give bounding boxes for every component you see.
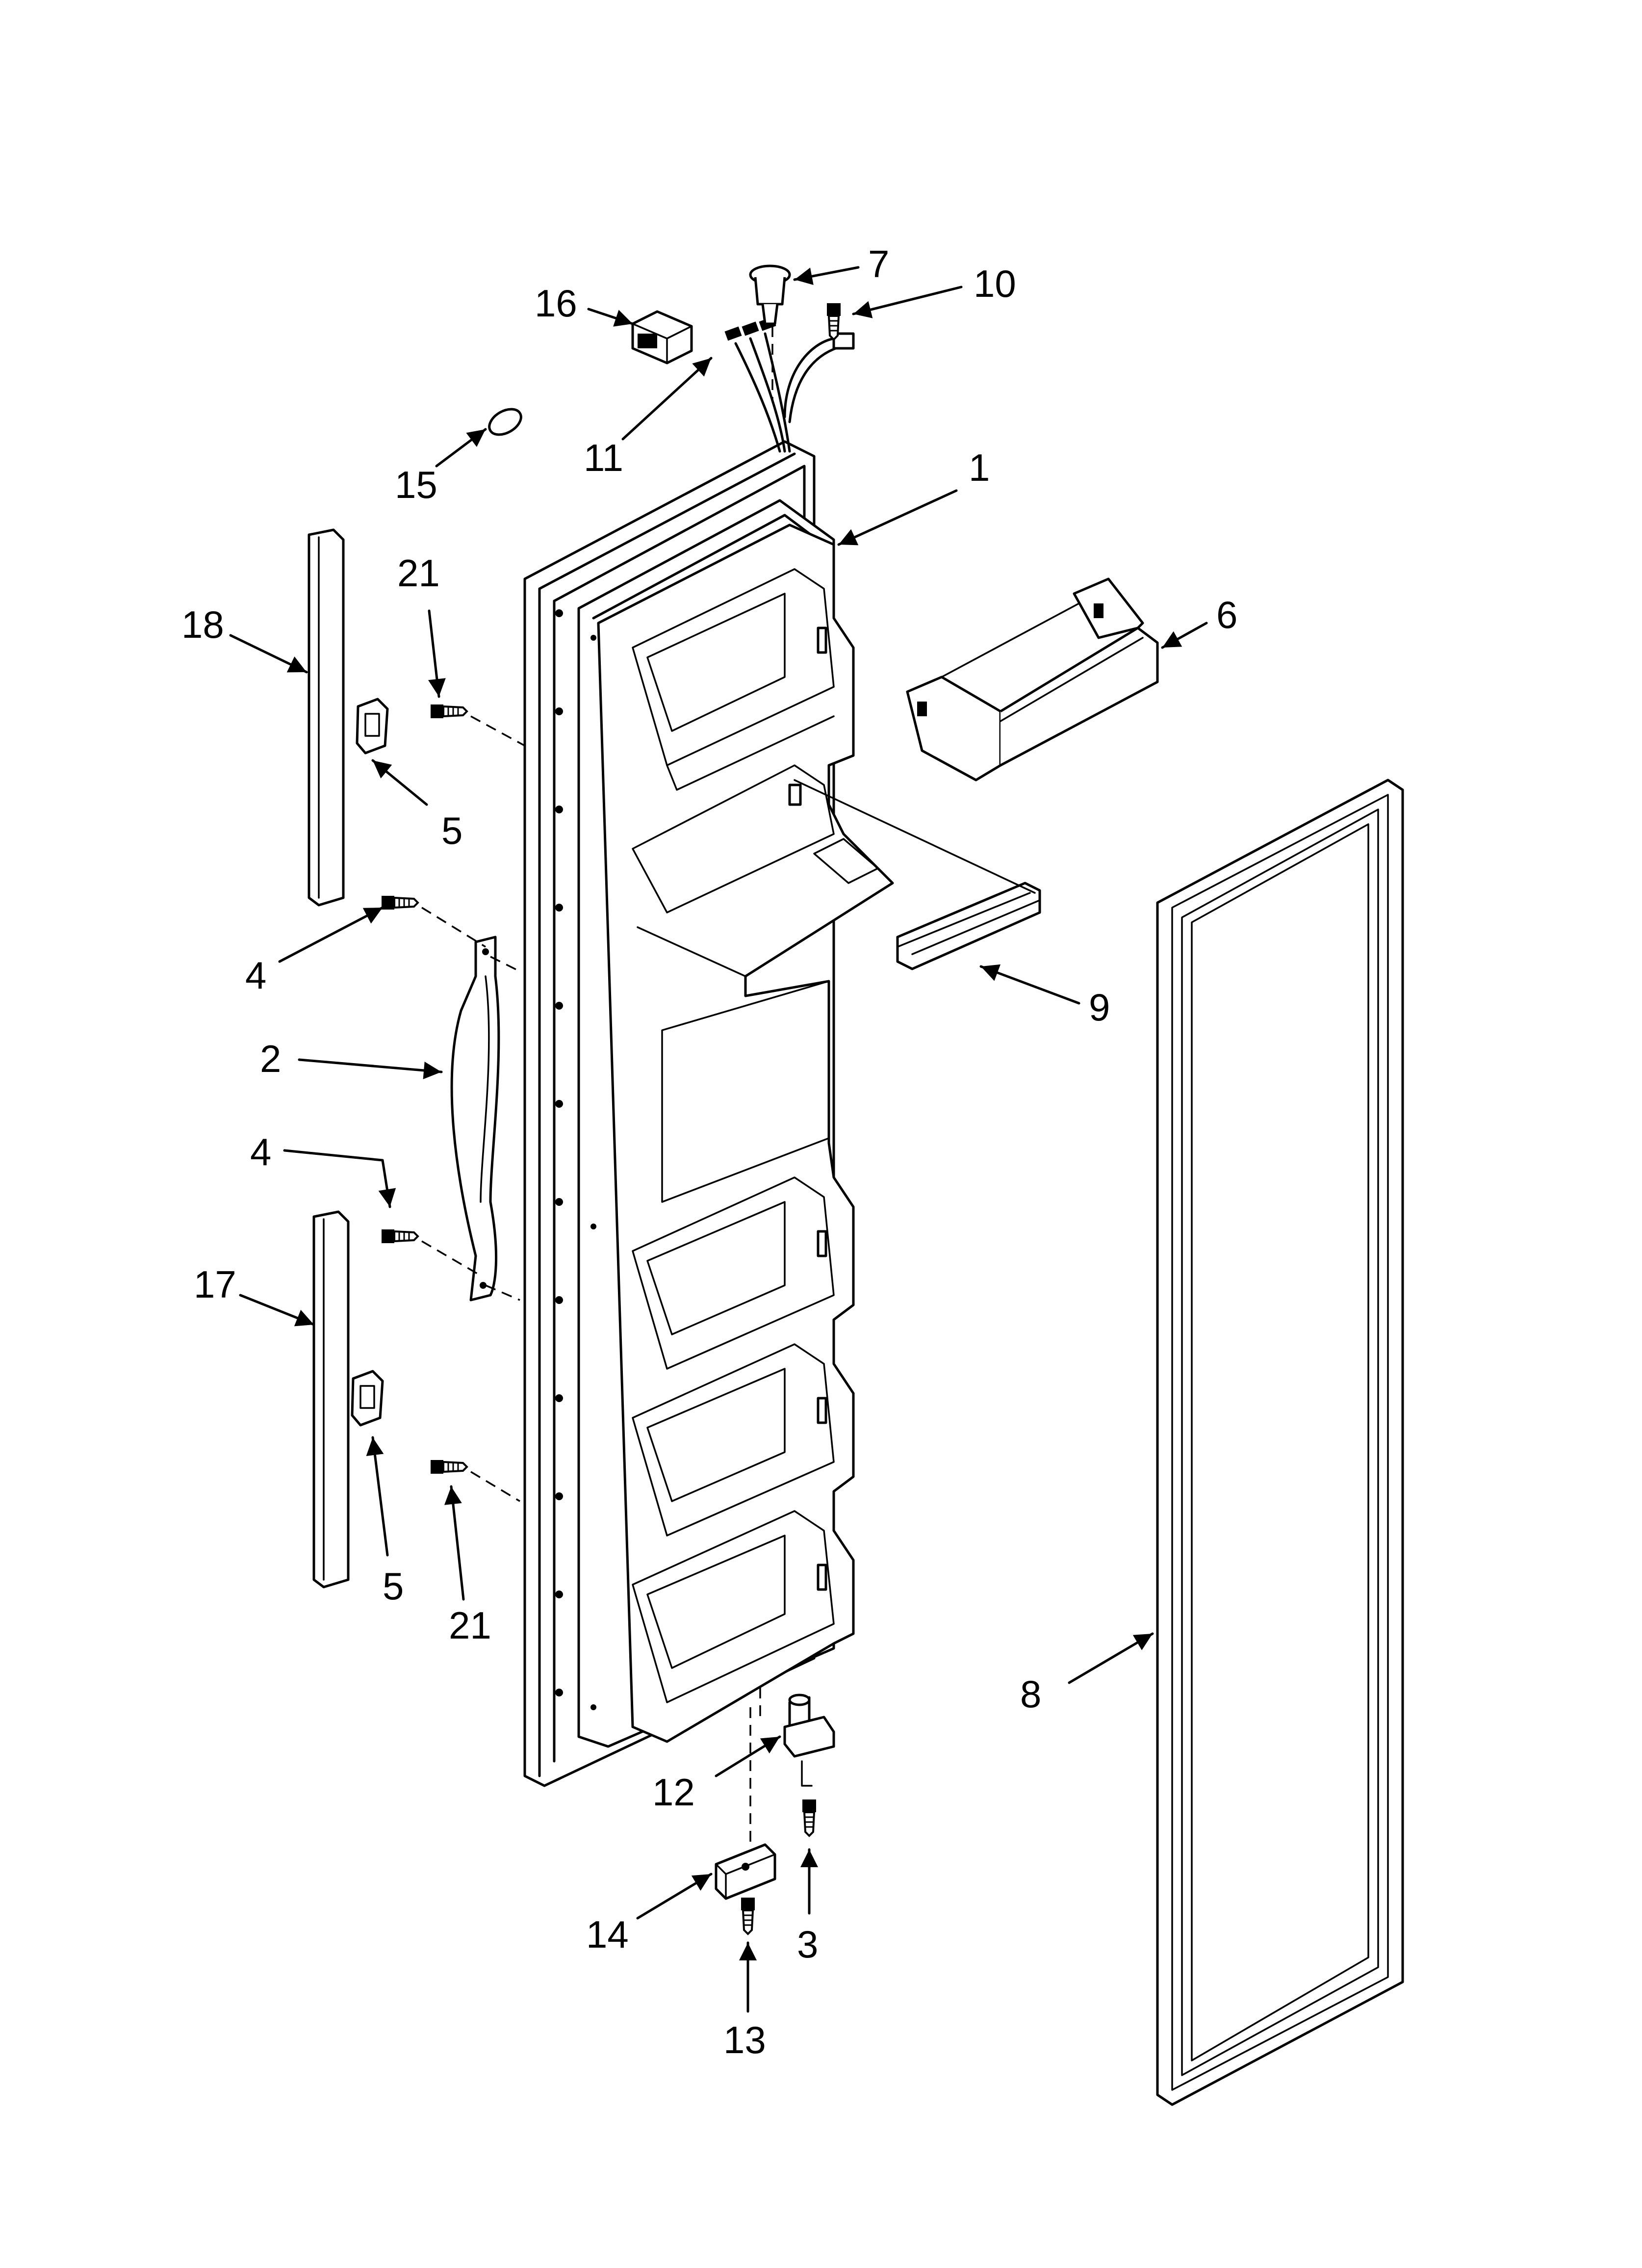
callout-label-4-lower: 4 [250,1130,271,1173]
callout-label-4-upper: 4 [245,954,266,997]
clip-lower [351,1370,384,1427]
grommet [488,408,522,436]
hinge-bracket [715,1843,776,1900]
door-gasket [1156,779,1404,2106]
callout-label-5-lower: 5 [383,1564,404,1608]
callout-label-21-upper: 21 [397,551,440,595]
callout-label-6: 6 [1216,593,1237,636]
hinge-pin [783,1694,835,1758]
screw-handle-bottom [381,1228,419,1244]
hinge-screw [801,1799,817,1837]
clip-upper [356,698,389,755]
callout-label-9: 9 [1089,986,1110,1029]
door-assembly [523,440,894,1787]
callout-label-13: 13 [723,2018,766,2061]
door-handle [450,936,500,1302]
screw-lower [430,1459,468,1475]
callout-label-15: 15 [395,463,437,506]
callout-label-16: 16 [535,282,577,325]
callouts: 1 2 3 4 4 5 5 6 7 8 9 10 11 [181,242,1237,2061]
shelf-bracket [896,882,1041,970]
callout-label-14: 14 [586,1913,629,1956]
callout-label-11: 11 [584,436,623,479]
door-switch [749,264,791,325]
callout-label-10: 10 [974,262,1016,305]
screw-upper [430,704,468,719]
callout-label-5-upper: 5 [441,809,462,852]
screw-top [826,302,842,340]
callout-label-17: 17 [194,1263,236,1306]
trim-strip-upper [308,528,345,907]
callout-label-2: 2 [260,1037,281,1080]
callout-label-18: 18 [181,603,224,646]
trim-strip-lower [312,1210,350,1589]
door-bin [906,577,1159,782]
screw-handle-top [381,895,419,911]
callout-label-21-lower: 21 [449,1604,491,1647]
callout-label-8: 8 [1020,1672,1041,1716]
bracket-screw [740,1897,756,1935]
callout-label-12: 12 [652,1771,695,1814]
wire-connector [631,310,693,365]
callout-label-3: 3 [797,1923,818,1966]
callout-label-7: 7 [868,242,889,286]
callout-label-1: 1 [969,446,990,489]
